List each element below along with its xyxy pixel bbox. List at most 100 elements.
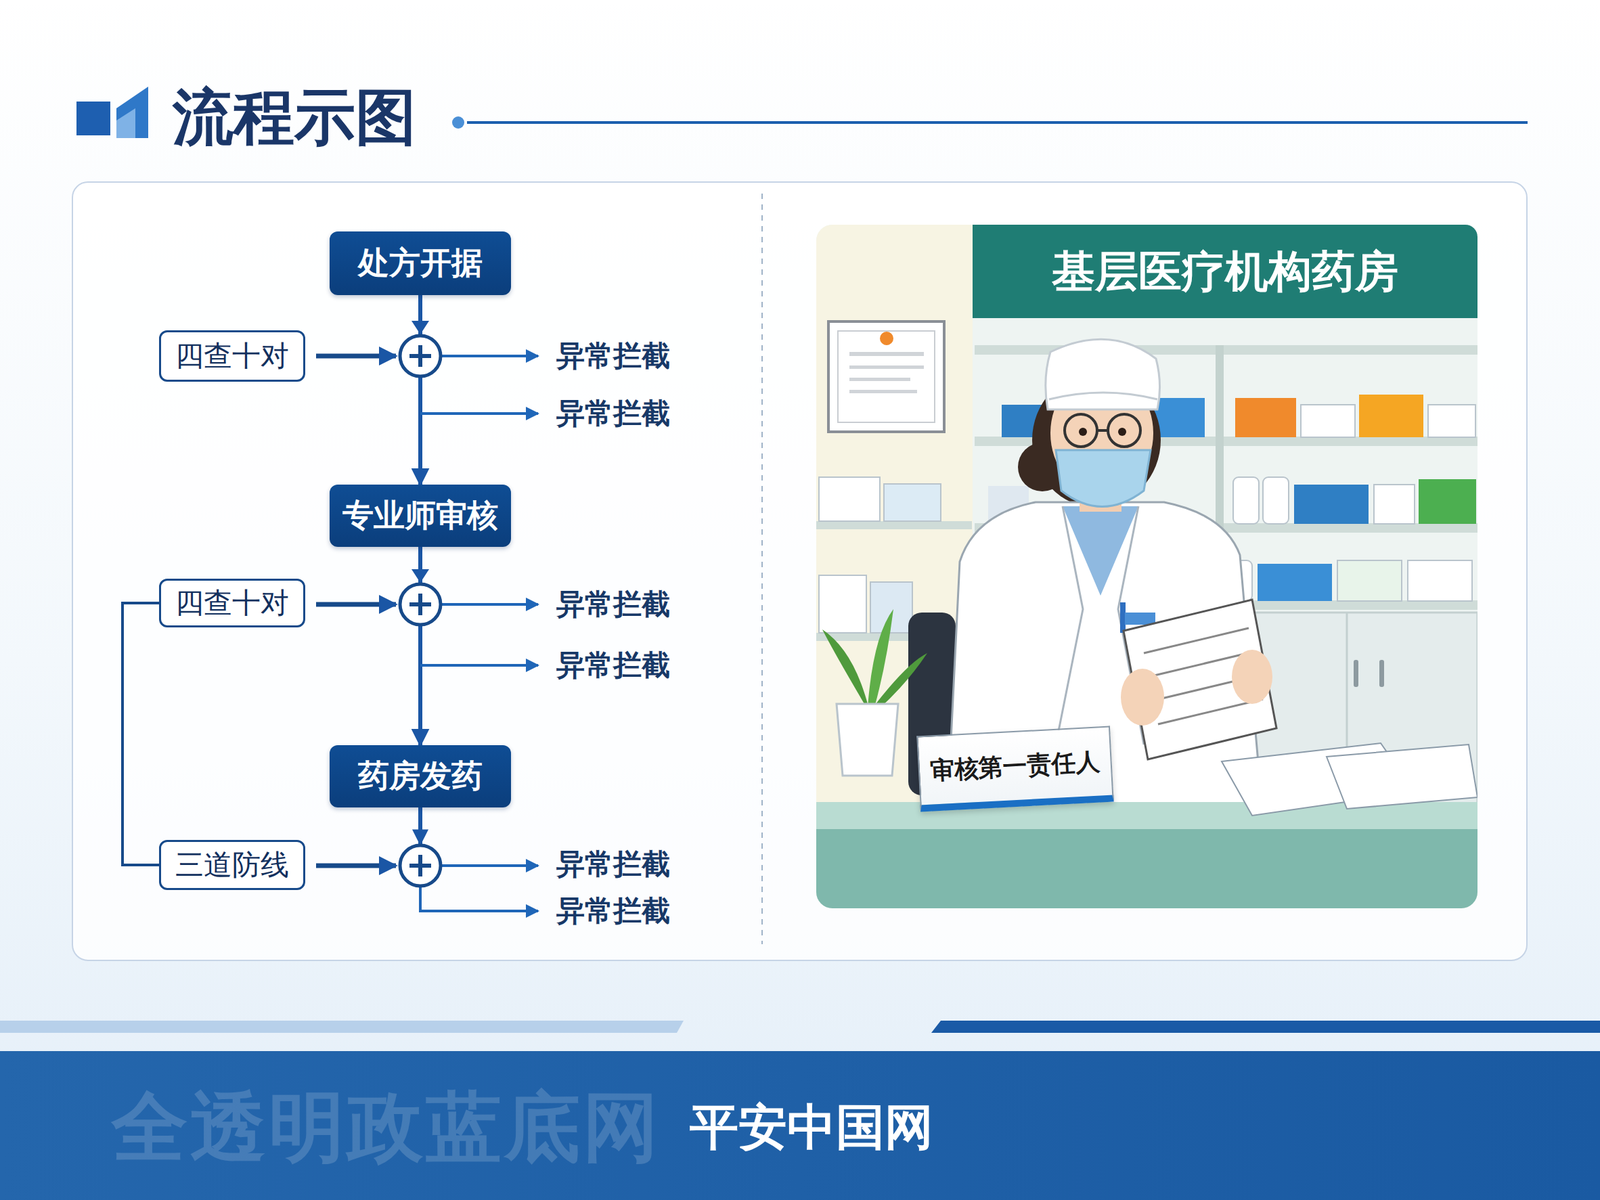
input-arrow [316, 602, 396, 608]
cabinet-handle [1379, 659, 1385, 687]
certificate-line [849, 377, 911, 382]
sheet-line [1143, 628, 1249, 654]
arrow-head [411, 569, 430, 583]
nurse-cap [1049, 392, 1158, 400]
plant-leaf [867, 609, 894, 708]
input-arrow [316, 353, 396, 359]
hand [1231, 649, 1273, 704]
sheet-line [1153, 675, 1259, 701]
wall [816, 224, 1478, 909]
intercept-arrow [440, 603, 539, 606]
check-box: 三道防线 [159, 839, 306, 891]
medicine-box [1337, 560, 1402, 602]
name-placard: 审核第一责任人 [916, 726, 1114, 813]
intercept-arrow [440, 354, 539, 358]
medicine-box [988, 485, 1029, 524]
flow-arrow [418, 807, 423, 844]
medicine-box [818, 575, 867, 633]
shelf-plank [974, 523, 1478, 533]
counter-paper [1326, 744, 1478, 809]
check-box: 四查十对 [159, 578, 306, 628]
node-text: 药房发药 [358, 755, 483, 798]
title-rule [467, 121, 1528, 124]
wall [816, 224, 979, 814]
junction-circle [400, 335, 441, 377]
nurse-cap [1045, 339, 1161, 410]
cabinet-seam [1346, 612, 1349, 809]
process-box: 处方开据 [329, 231, 511, 296]
certificate [837, 330, 935, 423]
medicine-box [1257, 563, 1332, 602]
sheet-line [1148, 651, 1254, 677]
medicine-box [1235, 397, 1297, 438]
medicine-box [818, 477, 880, 522]
intercept-arrow [420, 663, 539, 667]
site-name: 平安中国网 [689, 1096, 934, 1158]
node-text: 四查十对 [175, 337, 290, 375]
intercept-arrow [420, 885, 539, 911]
counter-top [816, 802, 1478, 830]
medicine-bottle [1226, 560, 1253, 602]
footer-band [0, 1051, 1600, 1200]
shelf-plank [974, 600, 1478, 610]
medicine-box [1359, 394, 1424, 438]
counter-front [816, 829, 1478, 909]
bracket-connector [122, 603, 160, 865]
plus-sign [409, 593, 432, 616]
arrow-head [411, 320, 430, 335]
cabinet [1214, 612, 1478, 809]
plant-pot [836, 703, 899, 776]
medicine-bottle [1233, 477, 1259, 524]
intercept-label: 异常拦截 [556, 393, 671, 434]
medicine-box [1407, 560, 1473, 602]
medicine-box [870, 582, 913, 633]
prescription-sheet [1123, 599, 1277, 760]
check-box: 四查十对 [159, 330, 306, 382]
certificate-line [849, 351, 924, 357]
input-arrow [316, 863, 396, 869]
intercept-label: 异常拦截 [556, 335, 671, 377]
medicine-box [1428, 404, 1476, 438]
node-text: 专业师审核 [342, 494, 499, 537]
medicine-box [1373, 484, 1415, 524]
badge [1124, 612, 1156, 625]
panel-divider [761, 193, 763, 945]
flow-connector [418, 546, 423, 746]
shelf-plank [816, 521, 972, 530]
glasses [1097, 429, 1108, 432]
shirt [1062, 506, 1139, 596]
medicine-box [1300, 404, 1355, 438]
medicine-bottle [1262, 477, 1289, 524]
junction-circle [400, 584, 441, 625]
glasses [1107, 414, 1141, 447]
shelf-divider [1215, 345, 1224, 610]
certificate-line [849, 389, 918, 394]
junction-circle [400, 845, 441, 886]
title-icon [116, 86, 149, 139]
intercept-label: 异常拦截 [556, 890, 671, 932]
pen [1120, 602, 1126, 633]
neck [1079, 467, 1122, 512]
title-icon [76, 101, 111, 136]
watermark: 全透明政蓝底网 [111, 1082, 662, 1171]
medicine-box [1418, 479, 1477, 524]
node-text: 基层医疗机构药房 [1051, 242, 1399, 302]
process-box: 药房发药 [329, 745, 511, 808]
header-band: 基层医疗机构药房 [972, 224, 1478, 319]
title-dot [452, 116, 465, 129]
flow-connector [418, 295, 423, 485]
eye [1118, 427, 1127, 436]
sheet-line [1158, 699, 1263, 725]
certificate [828, 321, 945, 432]
intercept-label: 异常拦截 [556, 645, 671, 686]
node-text: 三道防线 [175, 846, 290, 884]
plus-sign [409, 345, 432, 367]
node-text: 四查十对 [175, 584, 290, 622]
medicine-box [1294, 484, 1369, 524]
intercept-label: 异常拦截 [556, 584, 671, 625]
coat-lapel [1118, 506, 1144, 745]
medicine-box [1001, 404, 1050, 438]
eye [1078, 427, 1087, 436]
diagram-title: 流程示图 [172, 83, 417, 151]
intercept-label: 异常拦截 [556, 843, 671, 885]
